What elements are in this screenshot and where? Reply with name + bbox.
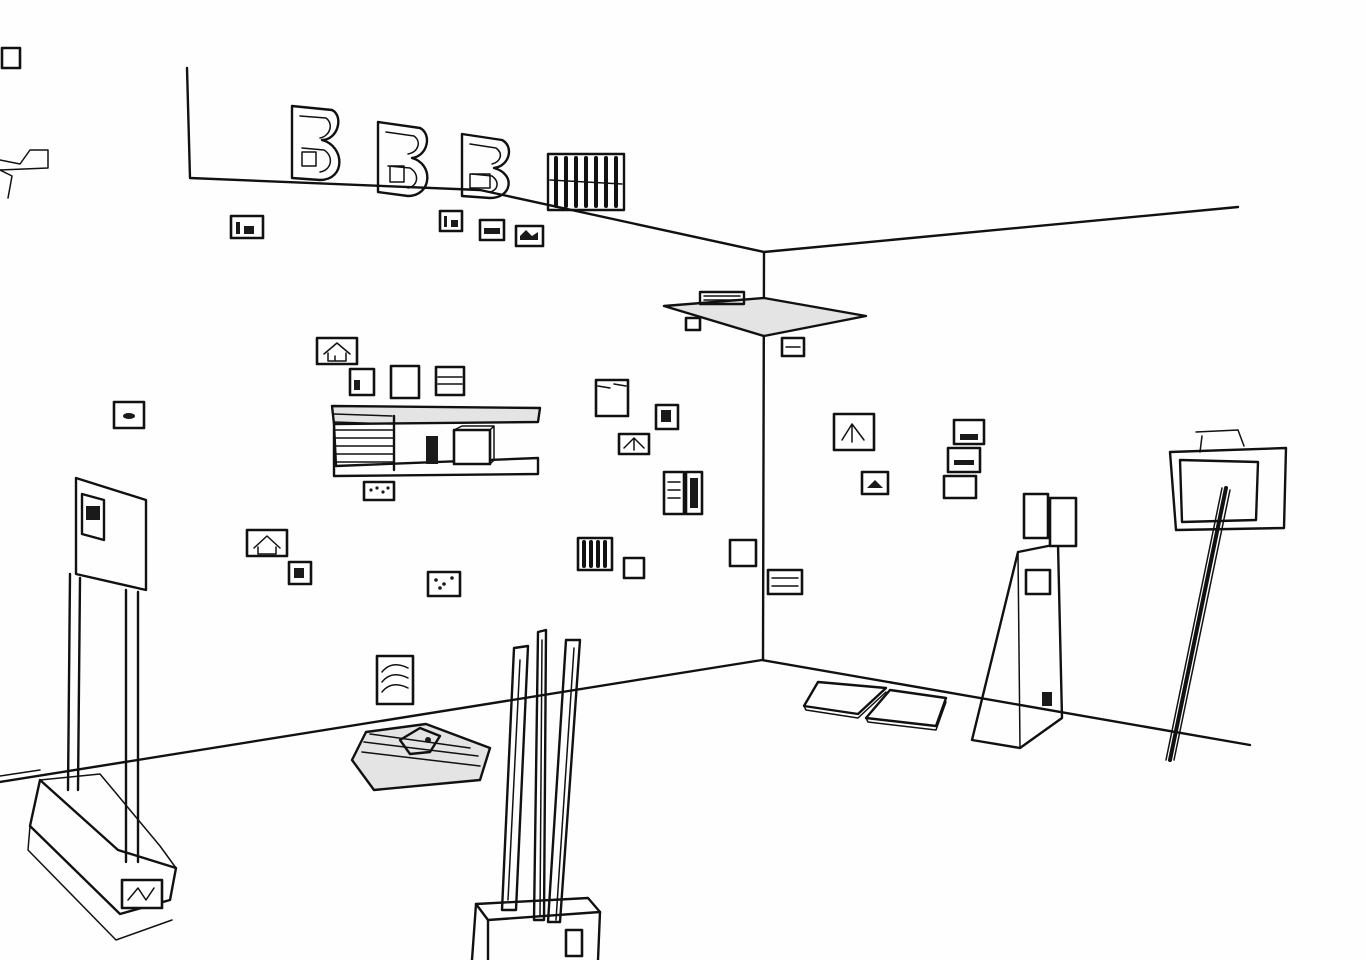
floor-sculpture xyxy=(350,722,492,792)
wall-frame-small-4 xyxy=(514,224,545,248)
leaning-stand xyxy=(970,492,1078,750)
frieze-letter-b-3 xyxy=(460,132,511,200)
wall-frame-small-1 xyxy=(229,214,265,240)
wall-frame-right-top xyxy=(780,336,806,358)
wall-frame-small-2 xyxy=(438,209,464,233)
wall-frame-small-6 xyxy=(622,556,646,580)
wall-frame-stripes xyxy=(434,365,466,397)
wall-frame-small-3 xyxy=(478,218,506,242)
wall-frame-small-5 xyxy=(287,560,313,586)
frieze-grille-panel xyxy=(546,152,626,212)
wall-frame-house-2 xyxy=(245,528,289,558)
frieze-letter-b-1 xyxy=(290,104,341,182)
wall-frame-house-1 xyxy=(315,336,359,366)
wall-frame-figure-1 xyxy=(654,403,680,431)
wall-frame-dots-1 xyxy=(362,480,396,502)
wall-shelf-display xyxy=(330,404,542,478)
frieze-letter-b-2 xyxy=(376,120,429,198)
wall-frame-right-2 xyxy=(860,470,890,496)
wall-frame-tall-2 xyxy=(389,364,421,400)
wall-frame-dots-2 xyxy=(426,570,462,598)
shelf-object-post xyxy=(426,436,438,464)
wall-frame-bars xyxy=(576,536,614,572)
corner-ceiling-shelf xyxy=(662,290,868,338)
left-edge-frames xyxy=(0,46,49,199)
left-frame-structure xyxy=(27,476,178,941)
wall-frame-right-stack xyxy=(942,418,986,500)
floor-tile-1 xyxy=(802,680,888,719)
floor-tile-2 xyxy=(864,688,948,731)
wall-frame-wave xyxy=(375,654,415,706)
wall-frame-tall-1 xyxy=(348,367,376,397)
grille-bars xyxy=(549,156,623,208)
wall-frame-hanging xyxy=(594,378,630,418)
pole-banner xyxy=(1165,429,1288,762)
floor-posts xyxy=(470,628,602,960)
wall-frame-left-1 xyxy=(112,400,146,430)
wall-frame-corner-1 xyxy=(728,538,758,568)
wall-frame-figure-2 xyxy=(617,432,651,456)
shelf-object-block xyxy=(452,425,495,466)
stacked-books xyxy=(333,413,396,472)
wall-frame-right-1 xyxy=(832,412,876,452)
wall-frame-right-low xyxy=(766,568,804,596)
wall-frame-diptych xyxy=(662,470,704,516)
